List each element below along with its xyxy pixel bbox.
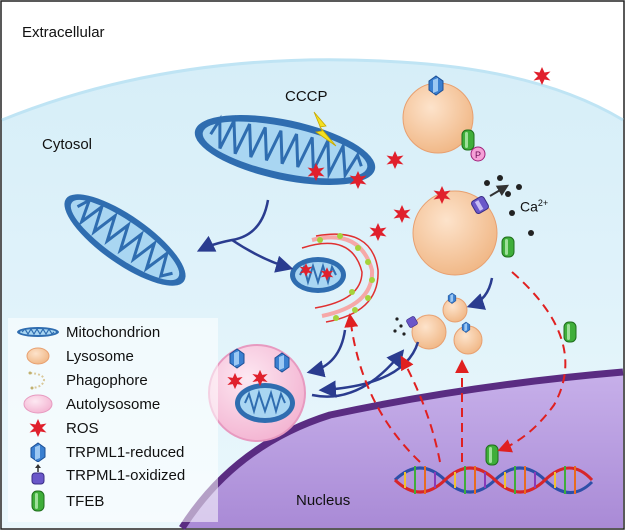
calcium-label: Ca2+: [520, 198, 548, 215]
lysosome-cluster: [393, 292, 483, 355]
legend-item-trpml1-oxidized: TRPML1-oxidized: [14, 464, 185, 486]
mitochondrion-icon: [14, 321, 62, 343]
trpml1-oxidized-icon: [14, 464, 62, 486]
cytosol-label: Cytosol: [42, 136, 93, 153]
tfeb-nuclear: [485, 444, 499, 466]
legend-label: ROS: [66, 419, 99, 437]
mitochondrion-top: [194, 114, 376, 186]
legend-label: TFEB: [66, 492, 105, 510]
legend-item-mitochondrion: Mitochondrion: [14, 321, 160, 343]
blue-arrows: [196, 199, 494, 398]
dna-helix: [393, 466, 594, 494]
lysosome-large: [412, 190, 515, 276]
legend-item-autolysosome: Autolysosome: [14, 393, 160, 415]
legend-item-phagophore: Phagophore: [14, 369, 148, 391]
ros-icon: [14, 417, 62, 439]
legend-item-tfeb: TFEB: [14, 490, 104, 512]
nuclear-envelope: [179, 368, 624, 530]
lysosome-top: [402, 75, 486, 162]
calcium-symbol: Ca: [520, 198, 538, 215]
mitochondrion-left: [64, 194, 186, 286]
legend-item-lysosome: Lysosome: [14, 345, 134, 367]
legend-item-trpml1-reduced: TRPML1-reduced: [14, 441, 184, 463]
lysosome-icon: [14, 345, 62, 367]
legend-label: TRPML1-reduced: [66, 443, 185, 461]
legend-item-ros: ROS: [14, 417, 99, 439]
extracellular-label: Extracellular: [22, 24, 105, 41]
nucleus-label: Nucleus: [296, 492, 351, 509]
autolysosome-icon: [14, 393, 62, 415]
cccp-bolt: [313, 111, 337, 147]
phagophore-icon: [14, 369, 62, 391]
calcium-charge: 2+: [537, 198, 549, 208]
calcium-release-arrow: [489, 184, 510, 197]
tfeb-icon: [14, 490, 62, 512]
nucleus-region: [182, 372, 623, 528]
legend-label: Phagophore: [66, 371, 148, 389]
calcium-ions: [484, 175, 534, 236]
autolysosome: [208, 344, 306, 442]
phagophore: [301, 233, 379, 323]
tfeb-free: [563, 321, 577, 343]
red-dashed-arrows: [344, 271, 567, 463]
legend-label: Mitochondrion: [66, 323, 161, 341]
phospho-label: P: [475, 150, 481, 160]
plasma-membrane: [1, 58, 624, 122]
legend-label: Autolysosome: [66, 395, 161, 413]
legend-label: TRPML1-oxidized: [66, 466, 186, 484]
mitochondrion-engulfed: [290, 257, 346, 293]
cccp-label: CCCP: [285, 88, 328, 105]
legend-label: Lysosome: [66, 347, 134, 365]
trpml1-reduced-icon: [14, 441, 62, 463]
